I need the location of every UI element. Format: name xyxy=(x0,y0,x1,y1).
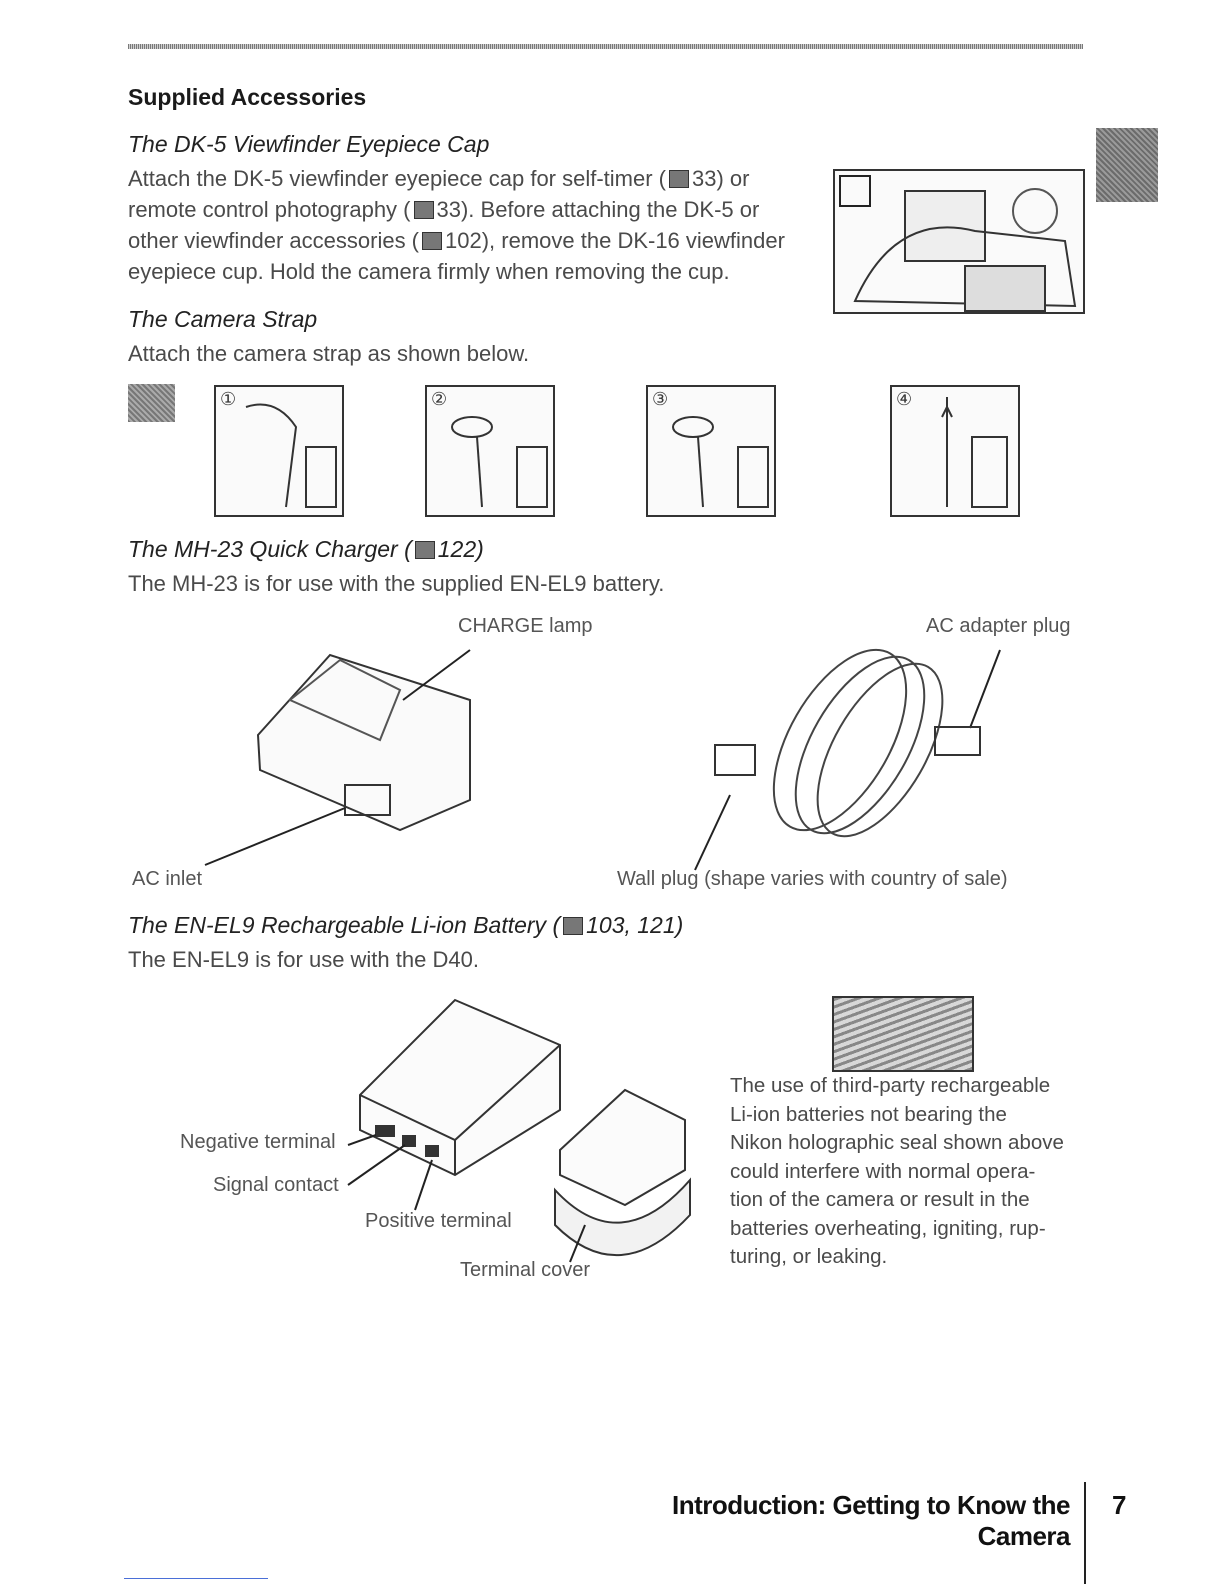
page-ref-icon xyxy=(563,917,584,935)
strap-step-3-figure: ③ xyxy=(646,385,776,517)
page-ref-icon xyxy=(414,541,435,559)
dk5-title: The DK-5 Viewfinder Eyepiece Cap xyxy=(128,131,490,157)
label-charge-lamp: CHARGE lamp xyxy=(458,615,593,637)
dk5-line-3: other viewfinder accessories (102), remo… xyxy=(128,228,785,253)
seal-note-line: could interfere with normal opera- xyxy=(730,1159,1036,1183)
dk5-line-1: Attach the DK-5 viewfinder eyepiece cap … xyxy=(128,166,750,191)
footer-chapter-title: Introduction: Getting to Know the Camera xyxy=(672,1490,1070,1551)
seal-note-line: batteries overheating, igniting, rup- xyxy=(730,1216,1046,1240)
seal-note-line: turing, or leaking. xyxy=(730,1245,888,1268)
dk5-paragraph: Attach the DK-5 viewfinder eyepiece cap … xyxy=(128,163,823,287)
strap-step-4-figure: ④ xyxy=(890,385,1020,517)
bottom-line xyxy=(124,1578,268,1579)
page-ref-icon xyxy=(413,201,434,219)
label-negative-terminal: Negative terminal xyxy=(180,1131,336,1153)
seal-note: The use of third-party rechargeable Li-i… xyxy=(730,1072,1078,1272)
step-number: ② xyxy=(431,389,448,409)
label-signal-contact: Signal contact xyxy=(213,1174,339,1196)
battery-title: The EN-EL9 Rechargeable Li-ion Battery (… xyxy=(128,912,684,938)
section-title: Supplied Accessories xyxy=(128,84,367,110)
strap-step-2-figure: ② xyxy=(425,385,555,517)
dk5-illustration xyxy=(833,169,1085,314)
seal-note-line: tion of the camera or result in the xyxy=(730,1188,1030,1211)
step-number: ① xyxy=(220,389,237,409)
step-number: ③ xyxy=(652,389,669,409)
label-ac-inlet: AC inlet xyxy=(132,868,203,890)
holographic-seal-image xyxy=(832,996,974,1072)
label-ac-adapter-plug: AC adapter plug xyxy=(926,615,1071,637)
seal-note-line: The use of third-party rechargeable xyxy=(730,1074,1051,1097)
strap-step-1-figure: ① xyxy=(214,385,344,517)
strap-title: The Camera Strap xyxy=(128,306,318,332)
seal-note-line: Nikon holographic seal shown above xyxy=(730,1131,1064,1154)
dk5-line-4: eyepiece cup. Hold the camera firmly whe… xyxy=(128,259,730,284)
charger-title: The MH-23 Quick Charger (122) xyxy=(128,536,484,562)
step-number: ④ xyxy=(896,389,913,409)
footer-divider xyxy=(1084,1482,1086,1584)
seal-note-line: Li-ion batteries not bearing the xyxy=(730,1102,1007,1126)
chapter-tab-icon xyxy=(1096,128,1158,202)
page-number: 7 xyxy=(1112,1490,1127,1520)
dk5-line-2: remote control photography (33). Before … xyxy=(128,197,760,222)
camera-icon xyxy=(128,384,175,422)
label-terminal-cover: Terminal cover xyxy=(460,1259,591,1281)
top-rule xyxy=(128,44,1083,49)
charger-text: The MH-23 is for use with the supplied E… xyxy=(128,571,665,596)
label-wall-plug: Wall plug (shape varies with country of … xyxy=(617,868,1008,890)
label-positive-terminal: Positive terminal xyxy=(365,1210,512,1232)
page-ref-icon xyxy=(422,232,443,250)
strap-text: Attach the camera strap as shown below. xyxy=(128,341,530,366)
page-ref-icon xyxy=(669,170,690,188)
battery-text: The EN-EL9 is for use with the D40. xyxy=(128,947,479,972)
